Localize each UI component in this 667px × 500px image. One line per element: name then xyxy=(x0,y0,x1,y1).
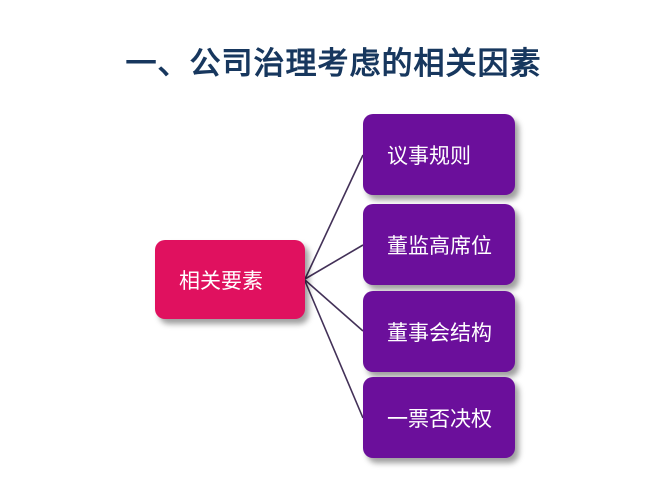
branch-node-label: 董监高席位 xyxy=(387,233,492,258)
branch-node: 董事会结构 xyxy=(363,291,515,372)
branch-node: 董监高席位 xyxy=(363,204,515,285)
branch-node: 议事规则 xyxy=(363,114,515,195)
root-node: 相关要素 xyxy=(155,240,305,319)
branch-node-label: 一票否决权 xyxy=(387,406,492,431)
branch-node: 一票否决权 xyxy=(363,377,515,458)
branch-node-label: 董事会结构 xyxy=(387,320,492,345)
page-title: 一、公司治理考虑的相关因素 xyxy=(125,46,542,81)
root-node-label: 相关要素 xyxy=(179,268,263,293)
branch-node-label: 议事规则 xyxy=(387,143,471,168)
